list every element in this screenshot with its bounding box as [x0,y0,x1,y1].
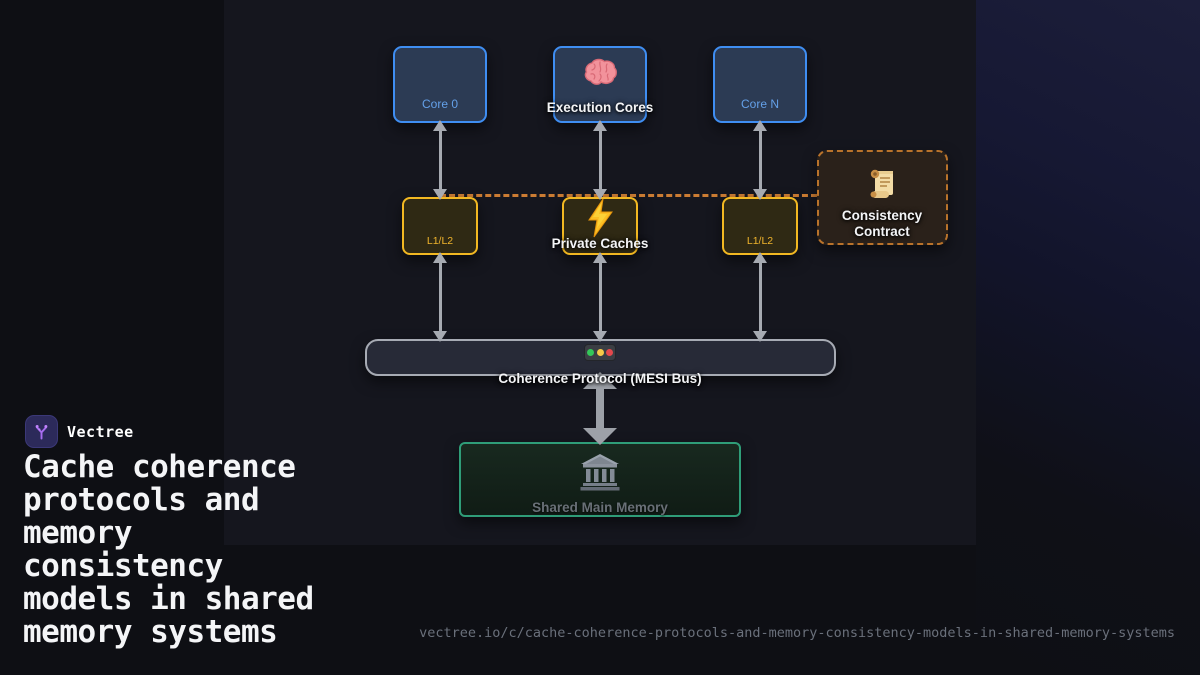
private-caches-label: Private Caches [551,236,649,251]
arrow-cacheR-bus [752,252,768,342]
consistency-contract-label: Consistency Contract [732,208,1032,240]
coreN-label: Core N [740,97,779,111]
vectree-logo [25,415,58,448]
page-title: Cache coherence protocols and memory con… [23,449,314,650]
arrow-cacheM-bus [592,252,608,342]
classical-building-icon [580,454,620,491]
contract-label-line1: Consistency [841,208,923,223]
traffic-light-icon [584,344,616,361]
node-core-n [713,46,807,123]
arrow-cacheL-bus [432,252,448,342]
arrow-exec-cache [592,120,608,200]
contract-dashed-connector [440,194,817,197]
vectree-branch-icon [35,425,48,440]
lightning-icon [588,198,613,238]
core0-label: Core 0 [421,97,459,111]
bus-label: Coherence Protocol (MESI Bus) [498,371,702,386]
node-execution-cores [553,46,647,123]
node-core-0 [393,46,487,123]
cache-right-label: L1/L2 [746,235,774,247]
memory-label: Shared Main Memory [532,500,668,515]
arrow-coreN-cache [752,120,768,200]
cache-left-label: L1/L2 [426,235,454,247]
contract-label-line2: Contract [854,224,910,239]
scroll-icon [870,169,893,198]
arrow-core0-cache [432,120,448,200]
background-gradient [976,0,1200,675]
execution-cores-label: Execution Cores [546,100,654,115]
brain-icon [584,58,617,85]
page-url: vectree.io/c/cache-coherence-protocols-a… [419,625,1175,641]
arrow-bus-memory [582,372,618,445]
brand-name: Vectree [67,423,134,441]
